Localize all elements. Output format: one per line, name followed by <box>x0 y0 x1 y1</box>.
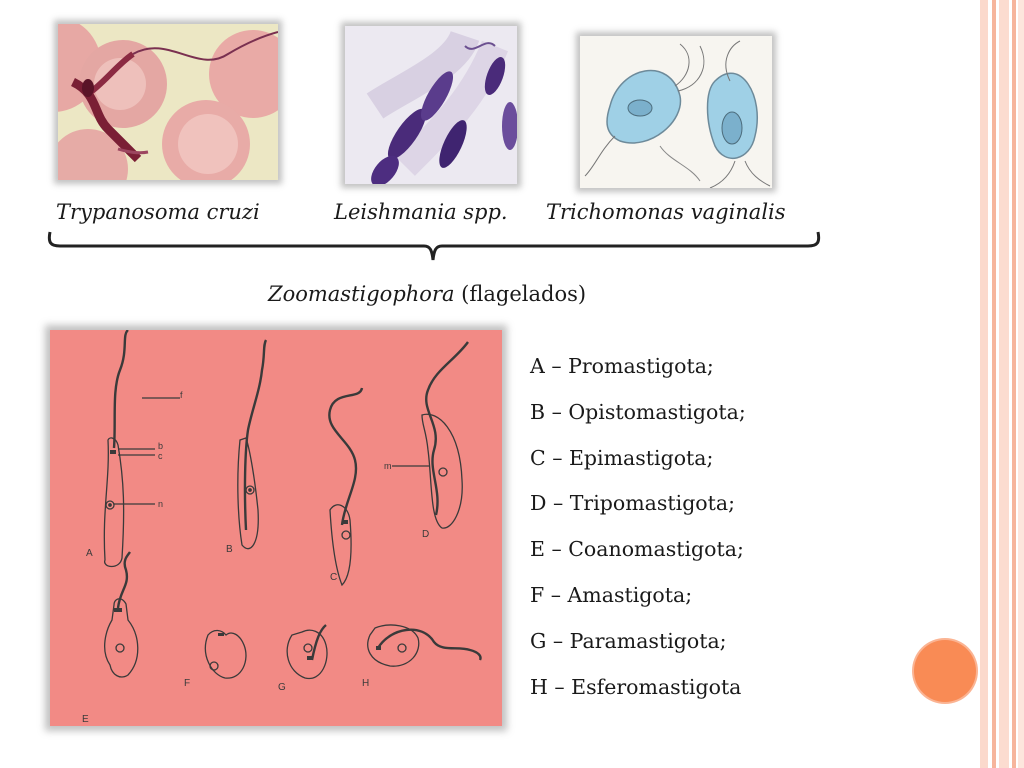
label-b: b <box>158 441 163 451</box>
decorative-circle <box>914 640 976 702</box>
group-label-rest: (flagelados) <box>454 282 587 306</box>
legend-item: G – Paramastigota; <box>530 628 727 653</box>
caption-trichomonas: Trichomonas vaginalis <box>546 200 786 224</box>
legend-item: D – Tripomastigota; <box>530 491 736 516</box>
photo-leishmania <box>345 26 517 184</box>
morphology-drawing: f b c n A B C m D E F <box>82 329 482 725</box>
label-n: n <box>158 499 163 509</box>
letter-g: G <box>278 682 286 693</box>
label-f: f <box>180 390 183 400</box>
letter-e: E <box>82 714 89 725</box>
photo-trypanosoma <box>58 24 278 180</box>
caption-trypanosoma: Trypanosoma cruzi <box>56 200 260 224</box>
letter-d: D <box>422 529 429 540</box>
legend-item: B – Opistomastigota; <box>530 399 746 424</box>
border-stripe <box>980 0 988 768</box>
flagellate-forms-diagram: f b c n A B C m D E F <box>50 329 502 726</box>
border-stripe <box>1012 0 1016 768</box>
legend-item: C – Epimastigota; <box>530 445 714 470</box>
forms-legend: A – Promastigota; B – Opistomastigota; C… <box>530 352 746 718</box>
photo-trichomonas <box>580 36 772 188</box>
legend-item: H – Esferomastigota <box>530 674 742 699</box>
letter-b: B <box>226 544 233 555</box>
letter-a: A <box>86 548 93 559</box>
caption-leishmania: Leishmania spp. <box>334 200 508 224</box>
group-label-italic: Zoomastigophora <box>268 282 455 306</box>
trichomonas-image <box>580 36 772 188</box>
border-stripe <box>999 0 1009 768</box>
legend-item: A – Promastigota; <box>530 354 714 378</box>
label-c: c <box>158 451 163 461</box>
letter-h: H <box>362 678 369 689</box>
group-label: Zoomastigophora (flagelados) <box>268 282 586 306</box>
legend-item: E – Coanomastigota; <box>530 537 744 562</box>
letter-f: F <box>184 678 190 689</box>
border-stripe <box>1018 0 1024 768</box>
leishmania-image <box>345 26 517 184</box>
trypanosoma-image <box>58 24 278 180</box>
grouping-brace <box>47 231 821 261</box>
border-stripe <box>992 0 996 768</box>
legend-item: F – Amastigota; <box>530 582 693 607</box>
letter-c: C <box>330 572 337 583</box>
label-m: m <box>384 461 392 471</box>
